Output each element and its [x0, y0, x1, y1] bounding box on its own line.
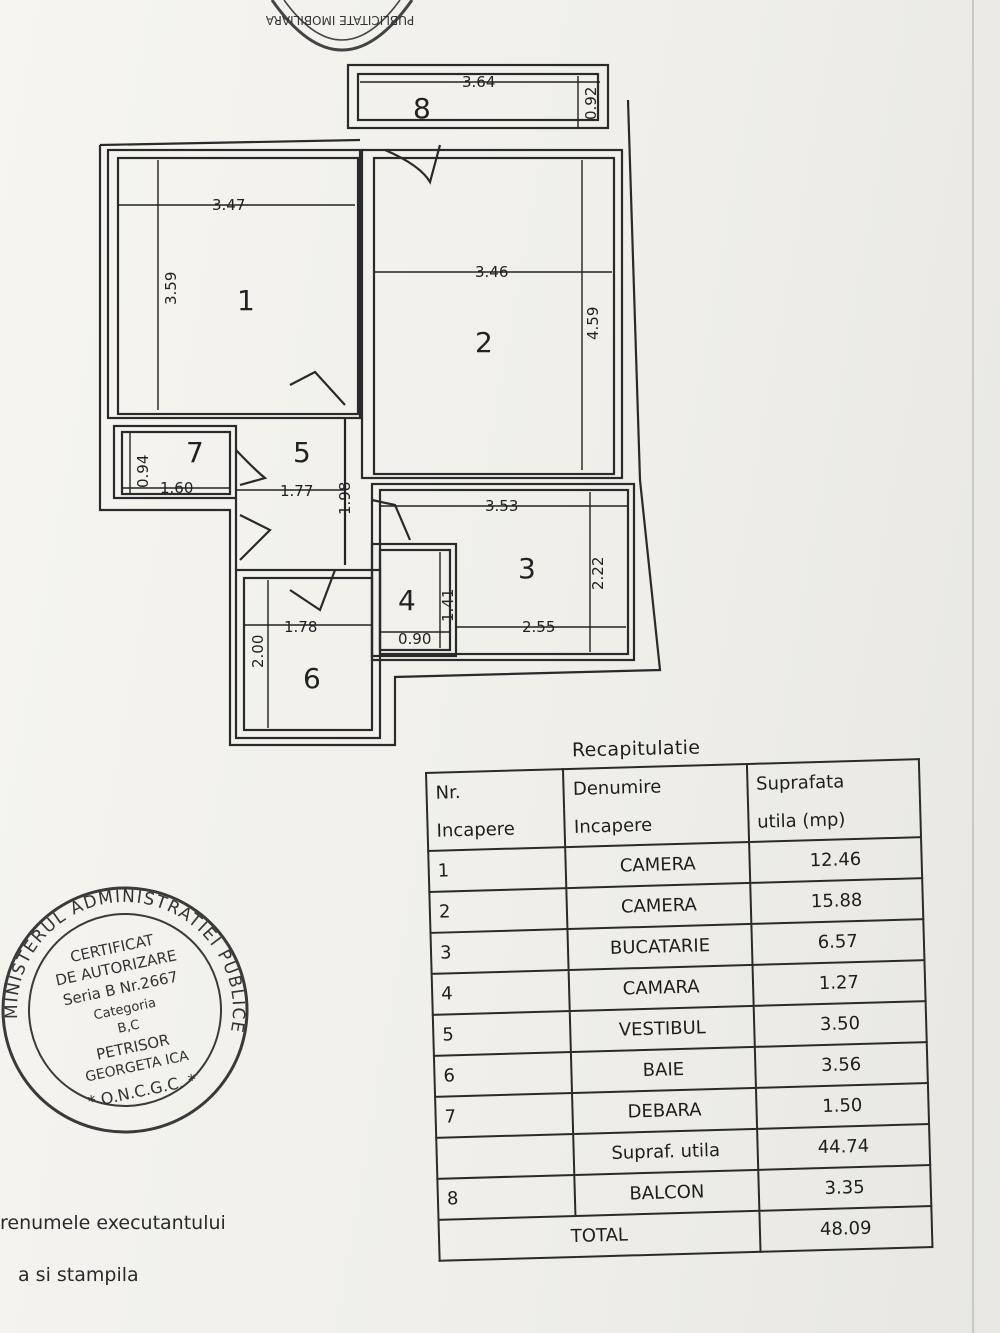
- total-area: 48.09: [759, 1206, 933, 1252]
- balcony-name: BALCON: [574, 1169, 760, 1216]
- row-nr: 3: [430, 929, 570, 974]
- room-number-8: 8: [413, 92, 431, 125]
- header-nr-2: Incapere: [427, 808, 566, 851]
- door-balcony: [384, 144, 442, 185]
- floor-plan: 8 1 2 7 5 3 4 6 3.64 0.92 3.47 3.59 3.46…: [98, 63, 662, 747]
- row-area: 12.46: [748, 837, 923, 883]
- door-room7: [235, 449, 268, 487]
- top-stamp-text: PUBLICITATE IMOBILIARA: [265, 13, 414, 27]
- row-name: CAMERA: [565, 841, 750, 889]
- page-edge-line: [972, 0, 974, 1333]
- header-area-2: utila (mp): [747, 798, 922, 842]
- room7-inner: [120, 430, 232, 496]
- room1-inner: [116, 156, 360, 416]
- subtotal-nr-empty: [436, 1133, 575, 1179]
- row-nr: 1: [428, 847, 567, 892]
- row-name: DEBARA: [572, 1087, 757, 1134]
- top-wall-room1: [99, 138, 361, 147]
- balcony-inner: [356, 72, 600, 122]
- certification-stamp: MINISTERUL ADMINISTRATIEI PUBLICE CERTIF…: [0, 864, 250, 1134]
- dim-balcony-depth: 0.92: [582, 87, 600, 120]
- dim-pantry-width: 0.90: [398, 630, 431, 648]
- footer-stamp-line: a si stampila: [18, 1264, 139, 1286]
- subtotal-area: 44.74: [756, 1124, 931, 1170]
- room-number-2: 2: [475, 326, 493, 359]
- row-nr: 4: [431, 970, 571, 1015]
- header-name: Denumire: [563, 764, 748, 809]
- subtotal-label: Supraf. utila: [573, 1128, 758, 1175]
- total-label: TOTAL: [438, 1210, 761, 1261]
- room-number-7: 7: [186, 436, 204, 469]
- dim-bath-width: 1.78: [284, 618, 317, 636]
- recap-table-wrap: Nr. Denumire Suprafata Incapere Incapere…: [425, 757, 959, 1291]
- room7-wall: [112, 424, 238, 500]
- dim-room2-depth: 4.59: [584, 307, 602, 340]
- dim-kitchen-inner-width: 2.55: [522, 618, 555, 636]
- door-entry: [239, 514, 272, 561]
- room-number-1: 1: [237, 284, 255, 317]
- door-bath: [289, 569, 337, 612]
- row-nr: 5: [432, 1011, 572, 1056]
- row-area: 6.57: [751, 919, 925, 965]
- outer-wall: [98, 99, 662, 747]
- balcony-outline: [346, 63, 610, 130]
- dim-hall-depth: 1.98: [336, 482, 354, 515]
- room6-inner: [242, 576, 374, 732]
- header-nr: Nr.: [426, 769, 565, 812]
- row-nr: 6: [433, 1052, 573, 1097]
- row-area: 15.88: [749, 878, 924, 924]
- row-area: 3.56: [754, 1042, 928, 1088]
- top-stamp: PUBLICITATE IMOBILIARA: [265, 0, 414, 52]
- dim-bath-depth: 2.00: [249, 635, 267, 668]
- dim-kitchen-depth: 2.22: [589, 557, 607, 590]
- dim-hall-width: 1.77: [280, 482, 313, 500]
- room1-wall: [106, 148, 362, 420]
- dim-room1-depth: 3.59: [162, 272, 180, 305]
- room-number-5: 5: [293, 436, 311, 469]
- row-name: CAMARA: [569, 964, 754, 1012]
- row-name: BUCATARIE: [567, 923, 753, 971]
- row-name: CAMERA: [566, 882, 752, 930]
- room2-inner: [372, 156, 616, 476]
- dim-balcony-width: 3.64: [462, 73, 495, 91]
- row-area: 1.50: [755, 1083, 930, 1129]
- footer-executant: renumele executantului: [0, 1212, 226, 1234]
- stamp-line-5: B,C: [116, 1017, 141, 1036]
- room6-wall: [234, 568, 382, 740]
- room-number-4: 4: [398, 584, 416, 617]
- row-area: 3.50: [753, 1001, 927, 1047]
- row-nr: 7: [435, 1093, 574, 1138]
- room-number-6: 6: [303, 662, 321, 695]
- room-number-3: 3: [518, 552, 536, 585]
- row-area: 1.27: [752, 960, 926, 1006]
- dim-room1-width: 3.47: [212, 196, 245, 214]
- door-kitchen: [371, 498, 412, 541]
- balcony-area: 3.35: [757, 1165, 932, 1211]
- room2-wall: [360, 148, 624, 480]
- row-name: BAIE: [571, 1046, 756, 1094]
- dim-kitchen-width: 3.53: [485, 497, 518, 515]
- header-name-2: Incapere: [564, 803, 749, 848]
- row-name: VESTIBUL: [570, 1005, 755, 1053]
- dim-room7-width: 1.60: [160, 479, 193, 497]
- recap-title: Recapitulatie: [571, 736, 701, 762]
- row-nr: 2: [429, 888, 568, 933]
- balcony-nr: 8: [437, 1174, 576, 1220]
- recap-table: Nr. Denumire Suprafata Incapere Incapere…: [425, 758, 933, 1262]
- door-room1: [289, 370, 346, 406]
- dim-pantry-depth: 1.41: [439, 589, 457, 622]
- dim-room7-depth: 0.94: [134, 455, 152, 488]
- dim-room2-width: 3.46: [475, 263, 508, 281]
- header-area: Suprafata: [746, 759, 920, 804]
